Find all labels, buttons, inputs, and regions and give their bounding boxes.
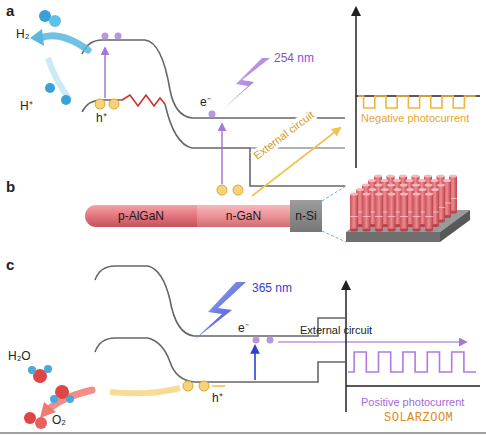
excitation-arrow (104, 48, 106, 98)
light-bolt (222, 58, 270, 110)
hole-dot (109, 99, 119, 109)
external-circuit-arrow (278, 341, 466, 343)
node-label: p-AlGaN (118, 209, 164, 223)
molecule-label: H₂O (8, 350, 31, 364)
node-label: n-GaN (226, 209, 261, 223)
bottom-rule (0, 433, 486, 434)
photocurrent-plot-a (356, 8, 480, 168)
electron-dot (267, 337, 274, 344)
substrate-block: n-Si (290, 200, 322, 232)
hole-dot (183, 381, 193, 391)
nanowire-segment: p-AlGaN (85, 205, 197, 227)
electron-dot (102, 33, 109, 40)
plot-label: Positive photocurrent (360, 396, 465, 409)
reaction-arrow (30, 29, 44, 46)
hole-dot (199, 381, 209, 391)
molecule-label: H₂ (16, 28, 29, 42)
wavelength-label: 254 nm (274, 52, 314, 66)
water-molecule (28, 365, 74, 403)
plot-label: Negative photocurrent (360, 112, 470, 125)
hole-arrow (212, 385, 225, 387)
molecule-label: O₂ (52, 414, 66, 428)
external-circuit-arrow (252, 128, 340, 196)
node-label: n-Si (295, 209, 316, 223)
hole-dot (233, 185, 243, 195)
charge-label: h⁺ (96, 112, 107, 126)
excitation-arrow (221, 124, 223, 184)
o2-molecule (24, 412, 47, 429)
panel-letter: c (6, 256, 14, 273)
hole-dot (95, 99, 105, 109)
nanowire-array (346, 174, 470, 242)
proton (45, 83, 71, 105)
h2-molecule (39, 10, 61, 27)
excitation-arrow (254, 346, 256, 380)
band-diagram-a (82, 40, 345, 186)
circuit-label: External circuit (250, 108, 317, 163)
ion-label: H⁺ (20, 100, 33, 114)
hole-arrow (110, 388, 180, 393)
wavelength-label: 365 nm (252, 282, 292, 296)
panel-letter: b (6, 178, 15, 195)
electron-dot (253, 337, 260, 344)
reaction-arrow (48, 390, 92, 410)
reaction-arrow (48, 58, 70, 100)
zoom-line (322, 186, 346, 201)
electron-dot (115, 33, 122, 40)
zoom-line (322, 231, 346, 242)
panel-letter: a (6, 2, 14, 19)
circuit-label: External circuit (300, 324, 372, 337)
charge-label: e⁻ (238, 322, 249, 336)
tunnel-junction (122, 95, 165, 106)
hole-dot (217, 185, 227, 195)
charge-label: e⁻ (200, 96, 211, 110)
charge-label: h⁺ (212, 392, 223, 406)
nanowire-segment: n-GaN (197, 205, 290, 227)
photocurrent-plot-c (346, 282, 480, 412)
electron-dot (209, 111, 216, 118)
watermark: SOLARZOOM (384, 412, 453, 426)
reaction-arrow (40, 36, 88, 50)
